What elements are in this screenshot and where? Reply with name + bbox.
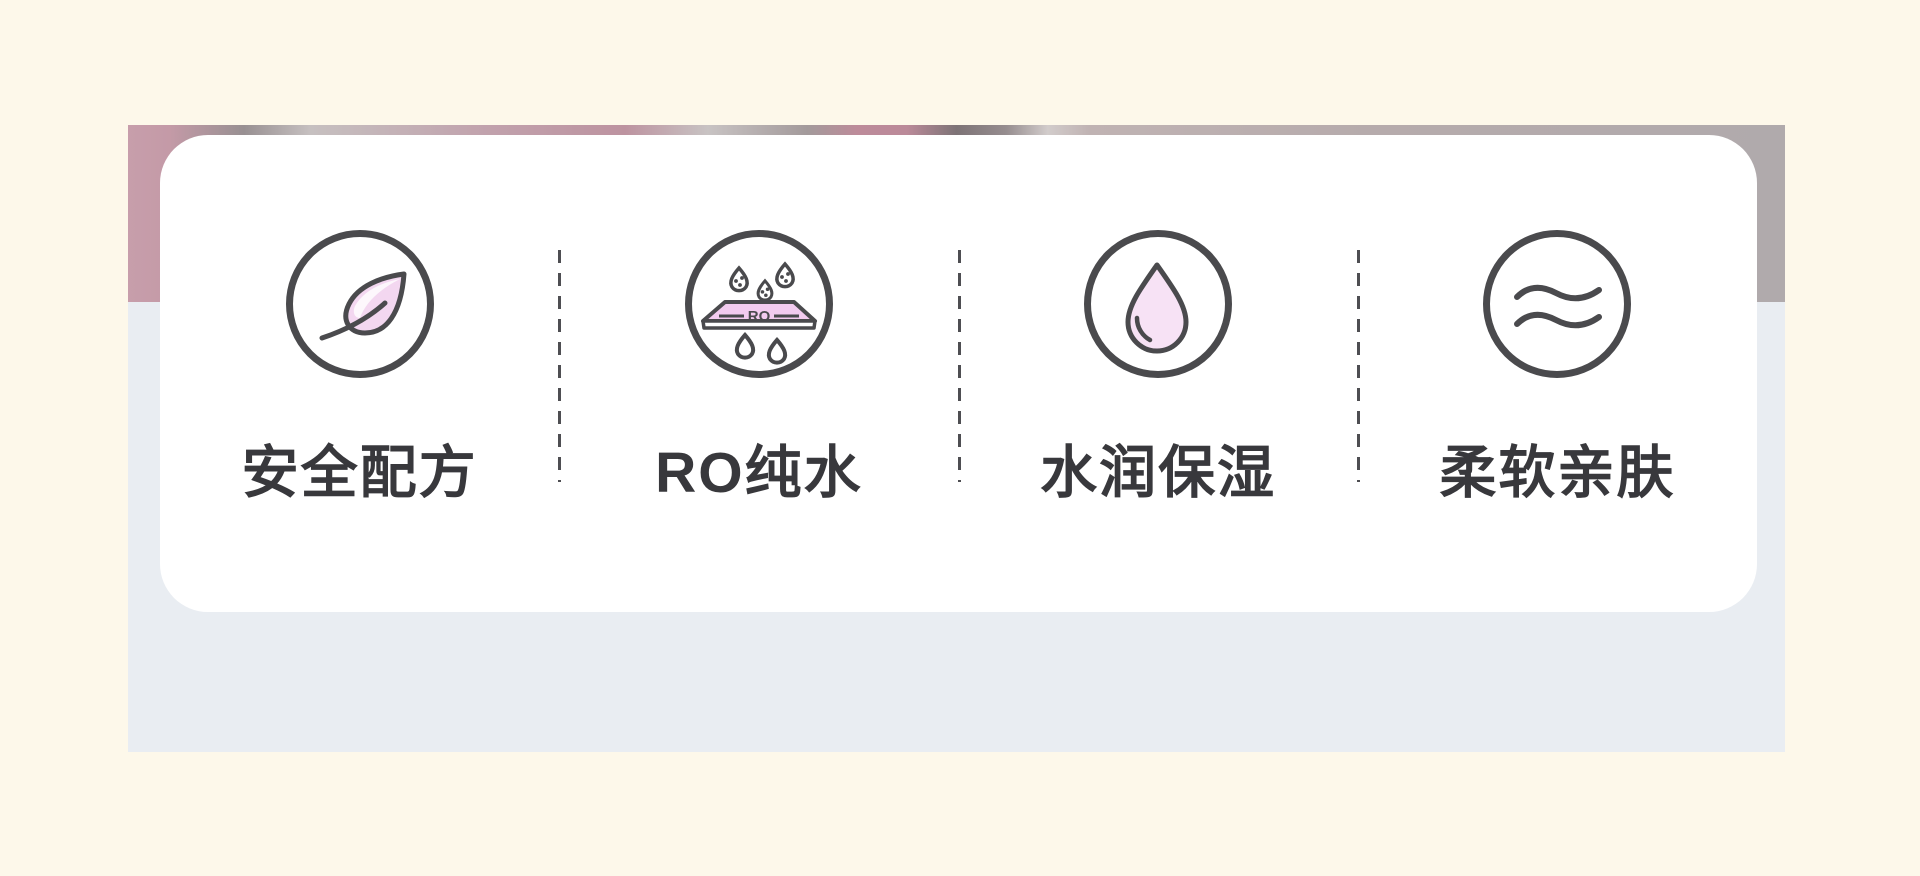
waves-icon <box>1483 230 1632 378</box>
features-card: 安全配方 <box>160 135 1757 612</box>
feature-label: 水润保湿 <box>1040 441 1277 505</box>
feature-label: RO纯水 <box>655 441 863 505</box>
feature-item-soft-skin-friendly: 柔软亲肤 <box>1358 135 1757 612</box>
leaf-icon <box>285 230 434 378</box>
water-drop-icon <box>1084 230 1233 378</box>
ro-filter-text: RO <box>748 308 771 325</box>
feature-item-ro-pure-water: RO RO纯水 <box>559 135 958 612</box>
feature-label: 柔软亲肤 <box>1439 441 1676 505</box>
feature-item-moisturizing: 水润保湿 <box>959 135 1358 612</box>
feature-item-safe-formula: 安全配方 <box>160 135 559 612</box>
dashed-divider <box>958 250 961 482</box>
dashed-divider <box>558 250 561 482</box>
dashed-divider <box>1357 250 1360 482</box>
feature-label: 安全配方 <box>241 441 478 505</box>
ro-filter-icon: RO <box>684 230 833 378</box>
